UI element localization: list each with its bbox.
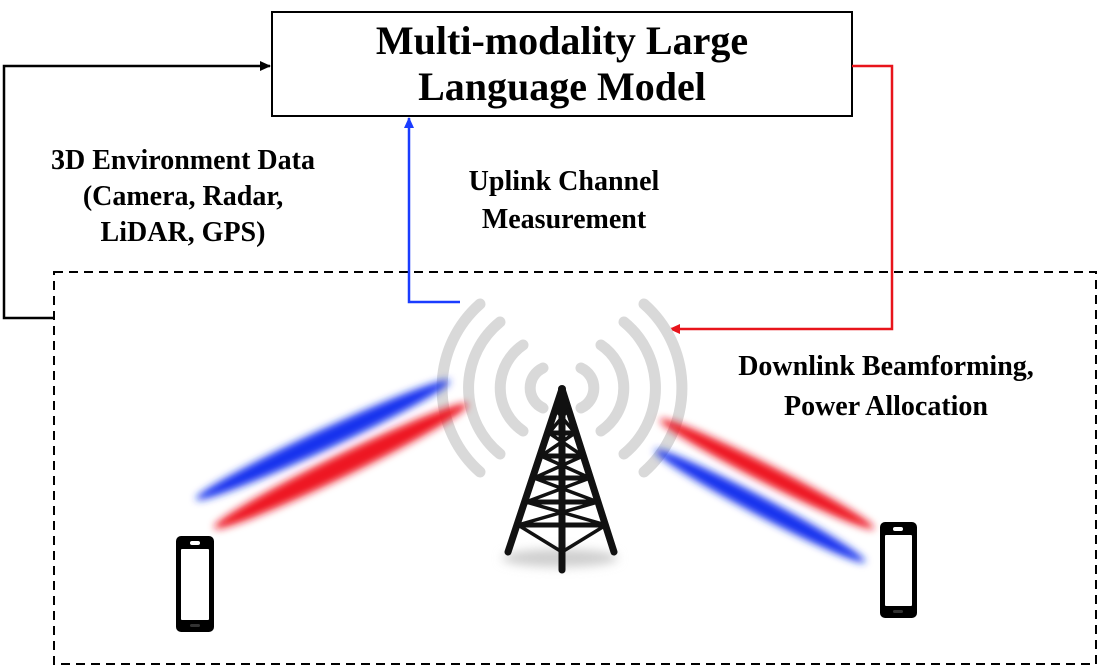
environment-data-line2: (Camera, Radar, <box>82 181 284 212</box>
downlink-arrow <box>669 64 894 334</box>
downlink-line2: Power Allocation <box>783 391 988 422</box>
environment-data-arrow <box>2 61 271 320</box>
llm-title-line2: Language Model <box>418 64 706 109</box>
base-station-tower-icon <box>502 385 618 574</box>
left-red-beam <box>214 403 468 529</box>
right-beams <box>654 418 874 563</box>
uplink-line1: Uplink Channel <box>468 166 660 197</box>
left-phone-icon <box>176 536 214 632</box>
environment-data-line3: LiDAR, GPS) <box>100 217 266 248</box>
llm-title: Multi-modality Large Language Model <box>272 12 852 116</box>
right-phone-icon <box>880 522 917 618</box>
uplink-label: Uplink Channel Measurement <box>426 163 702 239</box>
right-red-beam <box>660 418 874 530</box>
llm-title-line1: Multi-modality Large <box>375 18 749 63</box>
environment-data-label: 3D Environment Data (Camera, Radar, LiDA… <box>0 143 366 251</box>
left-blue-beam <box>196 380 450 500</box>
uplink-line2: Measurement <box>481 204 647 235</box>
right-blue-beam <box>654 449 866 563</box>
environment-region <box>53 271 1097 665</box>
downlink-label: Downlink Beamforming, Power Allocation <box>690 347 1082 427</box>
llm-box <box>271 11 853 117</box>
downlink-line1: Downlink Beamforming, <box>738 351 1034 382</box>
uplink-arrow <box>404 117 460 304</box>
left-beams <box>196 380 468 529</box>
environment-data-line1: 3D Environment Data <box>51 145 315 176</box>
